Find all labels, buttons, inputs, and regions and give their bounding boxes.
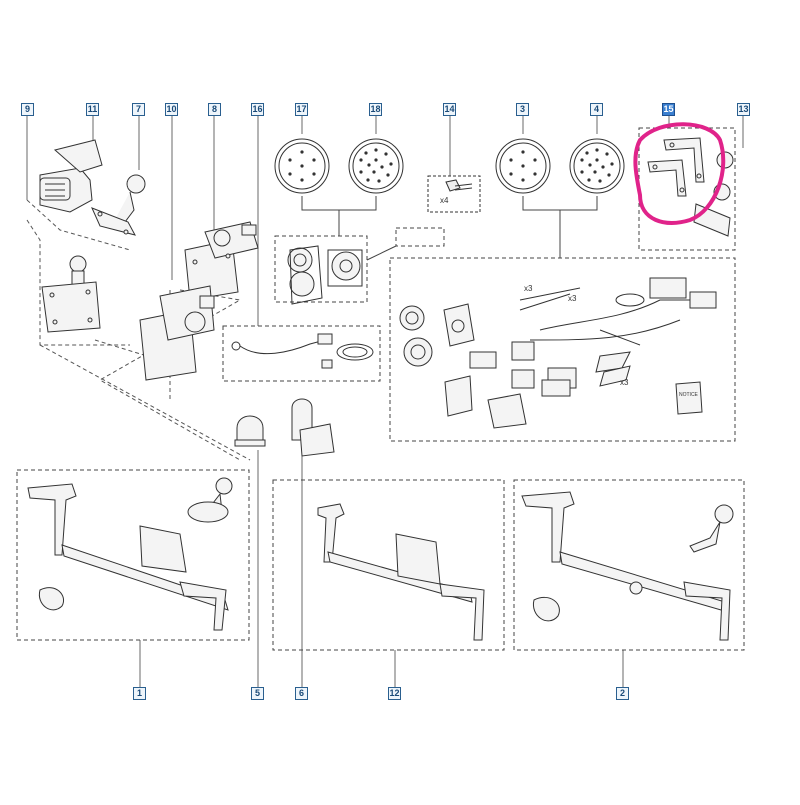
callout-7-label: 7 — [135, 104, 141, 114]
clip-quantity: x3 — [620, 378, 629, 387]
leader-lines — [26, 116, 744, 326]
callout-7[interactable]: 7 — [132, 103, 145, 116]
callout-4-label: 4 — [593, 104, 599, 114]
callout-4[interactable]: 4 — [590, 103, 603, 116]
callout-14-label: 14 — [444, 104, 455, 114]
callout-8[interactable]: 8 — [208, 103, 221, 116]
assembly-1-box — [16, 469, 250, 641]
callout-8-label: 8 — [211, 104, 217, 114]
callout-3-label: 3 — [519, 104, 525, 114]
connector-13pin-4 — [569, 138, 625, 194]
connector-7pin-3 — [495, 138, 551, 194]
callout-14[interactable]: 14 — [443, 103, 456, 116]
callout-13-label: 13 — [738, 104, 749, 114]
connector-lines — [301, 196, 598, 261]
callout-5-label: 5 — [254, 688, 260, 698]
notice-label: NOTICE — [679, 392, 698, 398]
towbar-assembly-12 — [317, 503, 485, 641]
callout-16[interactable]: 16 — [251, 103, 264, 116]
callout-9-label: 9 — [24, 104, 30, 114]
callout-18[interactable]: 18 — [369, 103, 382, 116]
callout-17-label: 17 — [296, 104, 307, 114]
callout-17[interactable]: 17 — [295, 103, 308, 116]
callout-12[interactable]: 12 — [388, 687, 401, 700]
harness-kit-contents — [399, 277, 717, 429]
bolt-part-14 — [427, 175, 481, 213]
towbar-assembly-2 — [521, 491, 734, 641]
cap-part-5 — [234, 415, 266, 447]
callout-18-label: 18 — [370, 104, 381, 114]
assembly-2-box — [513, 479, 745, 651]
tie-quantity: x3 — [524, 284, 533, 293]
callout-13[interactable]: 13 — [737, 103, 750, 116]
callout-15[interactable]: 15 — [662, 103, 675, 116]
callout-10[interactable]: 10 — [165, 103, 178, 116]
callout-6[interactable]: 6 — [295, 687, 308, 700]
callout-5[interactable]: 5 — [251, 687, 264, 700]
bolt-quantity: x4 — [440, 196, 449, 205]
cable-group-box — [222, 325, 381, 382]
cable-part-16 — [231, 333, 374, 369]
clevis-hitch-part-8 — [184, 221, 259, 301]
callout-12-label: 12 — [389, 688, 400, 698]
holder-part-6 — [291, 398, 335, 457]
clevis-hitch-lower — [139, 285, 215, 381]
group-boxes — [16, 127, 745, 651]
callout-3[interactable]: 3 — [516, 103, 529, 116]
empty-ref-box — [395, 227, 445, 247]
coupling-head-part-11 — [39, 139, 103, 213]
connector-group-box — [274, 235, 368, 303]
callout-1[interactable]: 1 — [133, 687, 146, 700]
connector-7pin-17 — [274, 138, 330, 194]
screw-quantity: x3 — [568, 294, 577, 303]
socket-assembly — [287, 245, 363, 305]
callout-11-label: 11 — [87, 104, 98, 114]
highlight-circle — [633, 122, 726, 225]
callout-1-label: 1 — [136, 688, 142, 698]
callout-2-label: 2 — [619, 688, 625, 698]
towbar-assembly-1 — [27, 477, 233, 631]
harness-kit-box — [389, 257, 736, 442]
connector-13pin-18 — [348, 138, 404, 194]
callout-10-label: 10 — [166, 104, 177, 114]
tow-ball-plate-part-10 — [41, 255, 101, 333]
callout-16-label: 16 — [252, 104, 263, 114]
callout-2[interactable]: 2 — [616, 687, 629, 700]
callout-6-label: 6 — [298, 688, 304, 698]
callout-11[interactable]: 11 — [86, 103, 99, 116]
tow-ball-part-7 — [91, 174, 146, 236]
assembly-12-box — [272, 479, 505, 651]
callout-15-label: 15 — [663, 104, 674, 114]
callout-9[interactable]: 9 — [21, 103, 34, 116]
